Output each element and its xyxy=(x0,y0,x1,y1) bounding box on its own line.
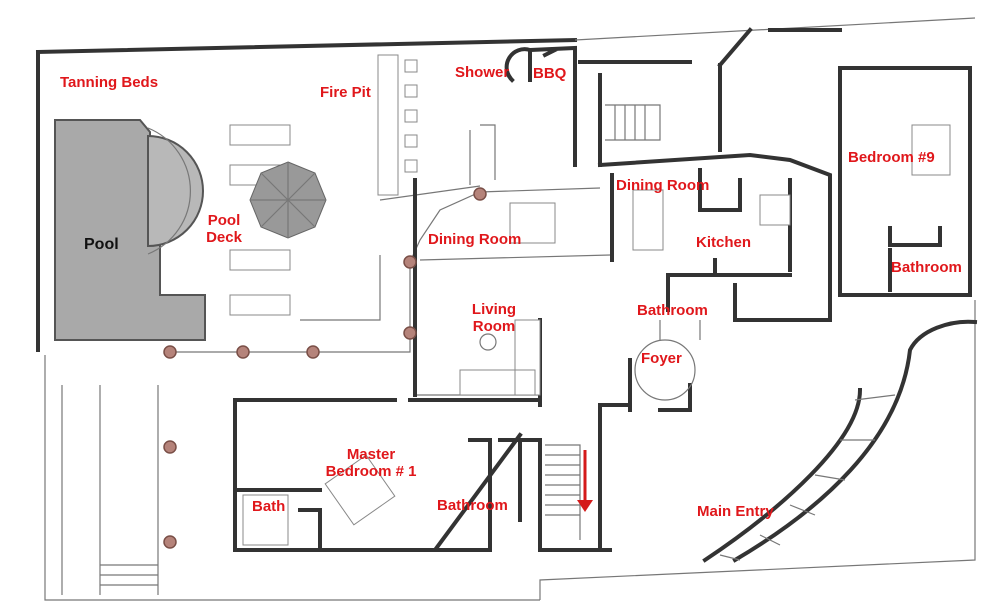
main-entry-steps xyxy=(702,319,978,563)
label-living-room: Living Room xyxy=(471,301,517,335)
fire-pit xyxy=(377,54,418,196)
lounge-chairs xyxy=(229,124,291,316)
label-main-entry: Main Entry xyxy=(697,503,774,520)
label-fire-pit: Fire Pit xyxy=(320,84,371,101)
label-bathroom-bedroom-9: Bathroom xyxy=(891,259,962,276)
pool xyxy=(54,119,206,341)
label-dining-room-outdoor: Dining Room xyxy=(428,231,522,248)
columns xyxy=(163,187,487,549)
label-shower: Shower xyxy=(455,64,510,81)
label-pool: Pool xyxy=(84,236,119,253)
site-boundary xyxy=(35,17,976,601)
label-bbq: BBQ xyxy=(533,65,567,82)
label-bathroom-kitchen: Bathroom xyxy=(637,302,708,319)
label-bedroom-9: Bedroom #9 xyxy=(848,149,935,166)
label-tanning-beds: Tanning Beds xyxy=(60,74,159,91)
label-bath: Bath xyxy=(252,498,286,515)
label-dining-room: Dining Room xyxy=(616,177,710,194)
label-foyer: Foyer xyxy=(641,350,682,367)
label-master-bedroom: Master Bedroom # 1 xyxy=(325,446,417,480)
label-bathroom-master: Bathroom xyxy=(437,497,508,514)
label-pool-deck: Pool Deck xyxy=(206,212,242,246)
label-kitchen: Kitchen xyxy=(696,234,752,251)
